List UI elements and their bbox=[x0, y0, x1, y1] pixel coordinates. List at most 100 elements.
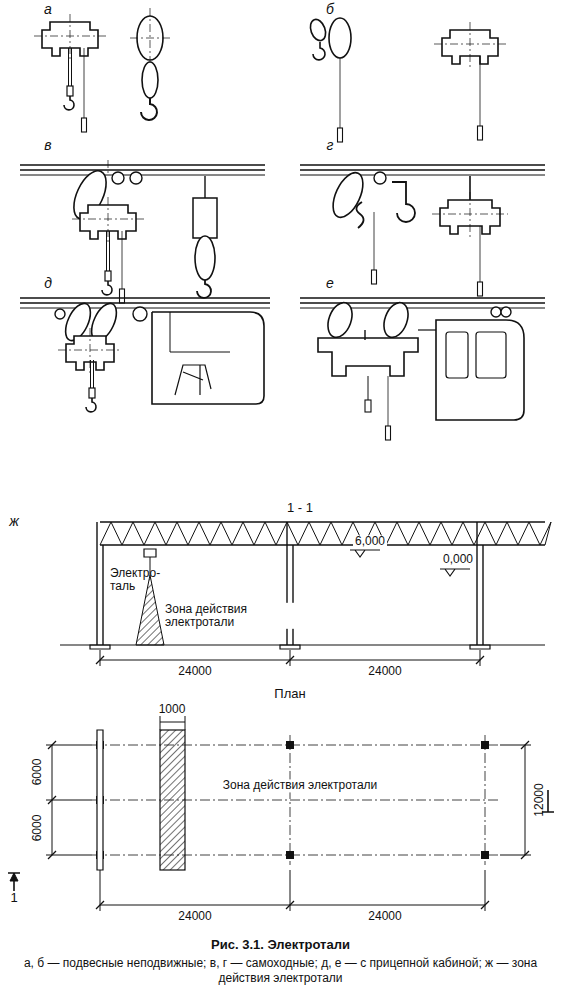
wheel bbox=[501, 307, 511, 317]
hook bbox=[86, 398, 96, 412]
dimension: 24000 bbox=[368, 665, 401, 678]
grid-axis bbox=[92, 800, 500, 801]
section-marker bbox=[10, 873, 18, 881]
truss-web bbox=[243, 522, 254, 545]
runway-beam bbox=[20, 297, 270, 298]
level-mark: 0,000 bbox=[441, 553, 475, 566]
center-line bbox=[70, 14, 71, 62]
hook bbox=[102, 281, 112, 295]
dimension: 24000 bbox=[178, 665, 211, 678]
truss-web bbox=[144, 522, 155, 545]
rope bbox=[93, 360, 94, 388]
dimension-tick bbox=[481, 901, 489, 909]
level-mark bbox=[440, 569, 470, 576]
grid-axis bbox=[485, 735, 486, 865]
grid-axis bbox=[92, 855, 500, 856]
cabin bbox=[152, 312, 264, 404]
rope bbox=[109, 231, 110, 271]
dimension-tick bbox=[48, 796, 56, 804]
dimension-tick bbox=[160, 716, 161, 730]
panel-letter: а bbox=[44, 2, 52, 17]
dimension-line bbox=[100, 905, 485, 906]
hook-block bbox=[67, 86, 73, 96]
truss-web bbox=[166, 522, 177, 545]
tow-bar bbox=[418, 329, 436, 330]
truss-web bbox=[331, 522, 342, 545]
wheel bbox=[374, 172, 386, 184]
truss-web bbox=[177, 522, 188, 545]
panel-letter: г bbox=[327, 138, 334, 153]
hoist-symbol bbox=[144, 549, 156, 557]
hoist-motor bbox=[324, 299, 357, 340]
rope bbox=[90, 360, 91, 388]
truss-web bbox=[276, 522, 287, 545]
truss-web bbox=[386, 522, 397, 545]
trolley-hanger bbox=[204, 176, 205, 200]
truss-web bbox=[430, 522, 441, 545]
truss-web bbox=[540, 522, 551, 545]
runway-beam bbox=[20, 302, 270, 303]
column-plan bbox=[481, 851, 489, 859]
dimension-tick bbox=[96, 656, 104, 664]
truss-web bbox=[342, 522, 353, 545]
center-line bbox=[130, 38, 170, 39]
pendant-cord bbox=[340, 58, 341, 128]
runway-beam bbox=[300, 169, 545, 170]
cabin-seat bbox=[175, 365, 211, 395]
dimension-tick bbox=[96, 901, 104, 909]
dimension-tick bbox=[286, 656, 294, 664]
truss-web bbox=[507, 522, 518, 545]
pendant-control bbox=[82, 118, 87, 132]
pendant-cord bbox=[374, 212, 375, 270]
pendant-cord bbox=[84, 48, 85, 118]
dimension-tick bbox=[521, 851, 529, 859]
pendant-control bbox=[386, 426, 391, 440]
cabin-window bbox=[170, 312, 230, 352]
column bbox=[476, 522, 477, 645]
truss-web bbox=[265, 522, 276, 545]
truss-web bbox=[188, 522, 199, 545]
column bbox=[482, 545, 483, 645]
truss-chord bbox=[100, 521, 545, 523]
level-mark bbox=[350, 550, 380, 557]
dimension-tick bbox=[480, 650, 481, 666]
dimension-tick bbox=[500, 745, 531, 746]
ground-line bbox=[60, 644, 545, 645]
dimension: 24000 bbox=[368, 910, 401, 923]
dimension: 6000 bbox=[31, 815, 44, 842]
hoist-zone bbox=[136, 575, 164, 645]
truss-web bbox=[397, 522, 408, 545]
hoist-side bbox=[193, 198, 217, 238]
truss-web bbox=[529, 522, 540, 545]
hook bbox=[141, 98, 157, 120]
rope bbox=[106, 231, 107, 271]
hook-block bbox=[142, 62, 158, 98]
pendant-control bbox=[120, 289, 125, 303]
truss-web bbox=[309, 522, 320, 545]
hoist-body bbox=[318, 338, 418, 376]
truss-web bbox=[408, 522, 419, 545]
truss-web bbox=[545, 522, 551, 545]
pendant-control bbox=[338, 128, 343, 142]
hook bbox=[64, 96, 74, 110]
hoist-side bbox=[329, 18, 351, 58]
dimension-tick bbox=[185, 716, 186, 730]
dimension-tick bbox=[286, 901, 294, 909]
hook-block bbox=[195, 236, 215, 280]
zone-label: Зона действия электротали bbox=[221, 779, 380, 792]
end-wall bbox=[97, 730, 103, 870]
center-line bbox=[470, 22, 471, 70]
truss-web bbox=[441, 522, 452, 545]
dimension: 12000 bbox=[533, 783, 546, 816]
dimension-tick bbox=[500, 855, 531, 856]
zone-label: Зона действия электротали bbox=[163, 603, 317, 629]
truss-web bbox=[122, 522, 133, 545]
truss-web bbox=[474, 522, 485, 545]
dimension-tick bbox=[100, 650, 101, 666]
section-marker bbox=[8, 873, 20, 891]
cabin-window bbox=[476, 332, 506, 378]
dimension-line bbox=[160, 722, 185, 723]
truss-web bbox=[496, 522, 507, 545]
pendant-cord bbox=[122, 231, 123, 289]
level-mark: 6,000 bbox=[353, 535, 387, 548]
